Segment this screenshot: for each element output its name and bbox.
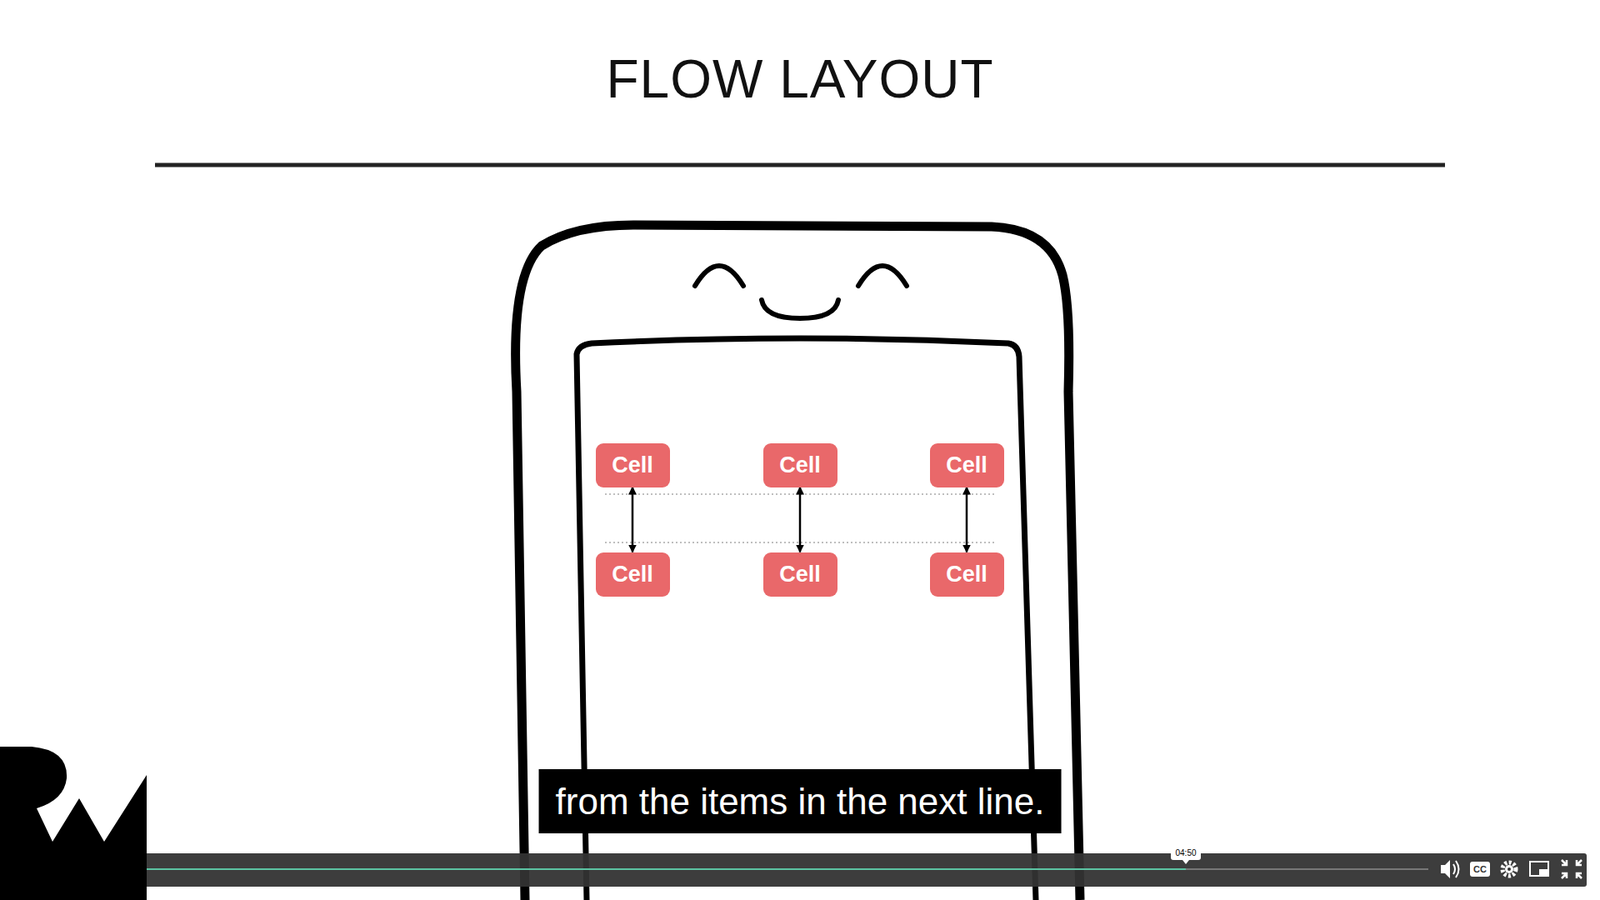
control-bar <box>0 853 1587 887</box>
cc-button <box>1470 861 1490 877</box>
cell-box: Cell <box>595 443 670 488</box>
phone-smile <box>761 300 839 319</box>
cell-box: Cell <box>763 552 838 597</box>
subtitle: from the items in the next line. <box>539 769 1062 834</box>
progress-track <box>86 868 1429 870</box>
timestamp: 04:50 <box>1175 848 1196 858</box>
spacing-arrow <box>631 487 635 553</box>
cell-label: Cell <box>611 452 654 479</box>
cell-box: Cell <box>595 552 670 597</box>
cell-box: Cell <box>763 443 838 488</box>
cell-box: Cell <box>930 552 1005 597</box>
cell-label: Cell <box>611 561 654 588</box>
cell-label: Cell <box>779 452 821 479</box>
cell-label: Cell <box>945 452 988 479</box>
cc-label: CC <box>1473 864 1487 875</box>
time-tooltip-pointer <box>1182 860 1190 865</box>
spacing-arrow <box>799 487 802 553</box>
time-tooltip <box>1170 845 1201 860</box>
cell-box: Cell <box>930 443 1005 488</box>
settings-gear <box>1505 865 1514 874</box>
pip-icon <box>1539 869 1549 876</box>
cell-label: Cell <box>779 561 821 588</box>
exit-fullscreen-icon <box>1561 860 1582 879</box>
progress-played <box>86 868 1186 870</box>
cell-label: Cell <box>945 561 988 588</box>
brand-logo <box>0 746 147 900</box>
volume-waves <box>1453 860 1460 878</box>
settings-gear <box>1507 867 1511 871</box>
volume-icon <box>1440 860 1450 879</box>
phone-eye <box>858 265 907 286</box>
pip-icon <box>1530 861 1549 876</box>
phone-eye <box>695 265 744 286</box>
settings-gear <box>1502 862 1516 876</box>
phone-body <box>515 225 1080 900</box>
spacing-arrow <box>965 487 969 553</box>
title-rule <box>155 163 1445 168</box>
slide-title: FLOW LAYOUT <box>0 48 1600 110</box>
